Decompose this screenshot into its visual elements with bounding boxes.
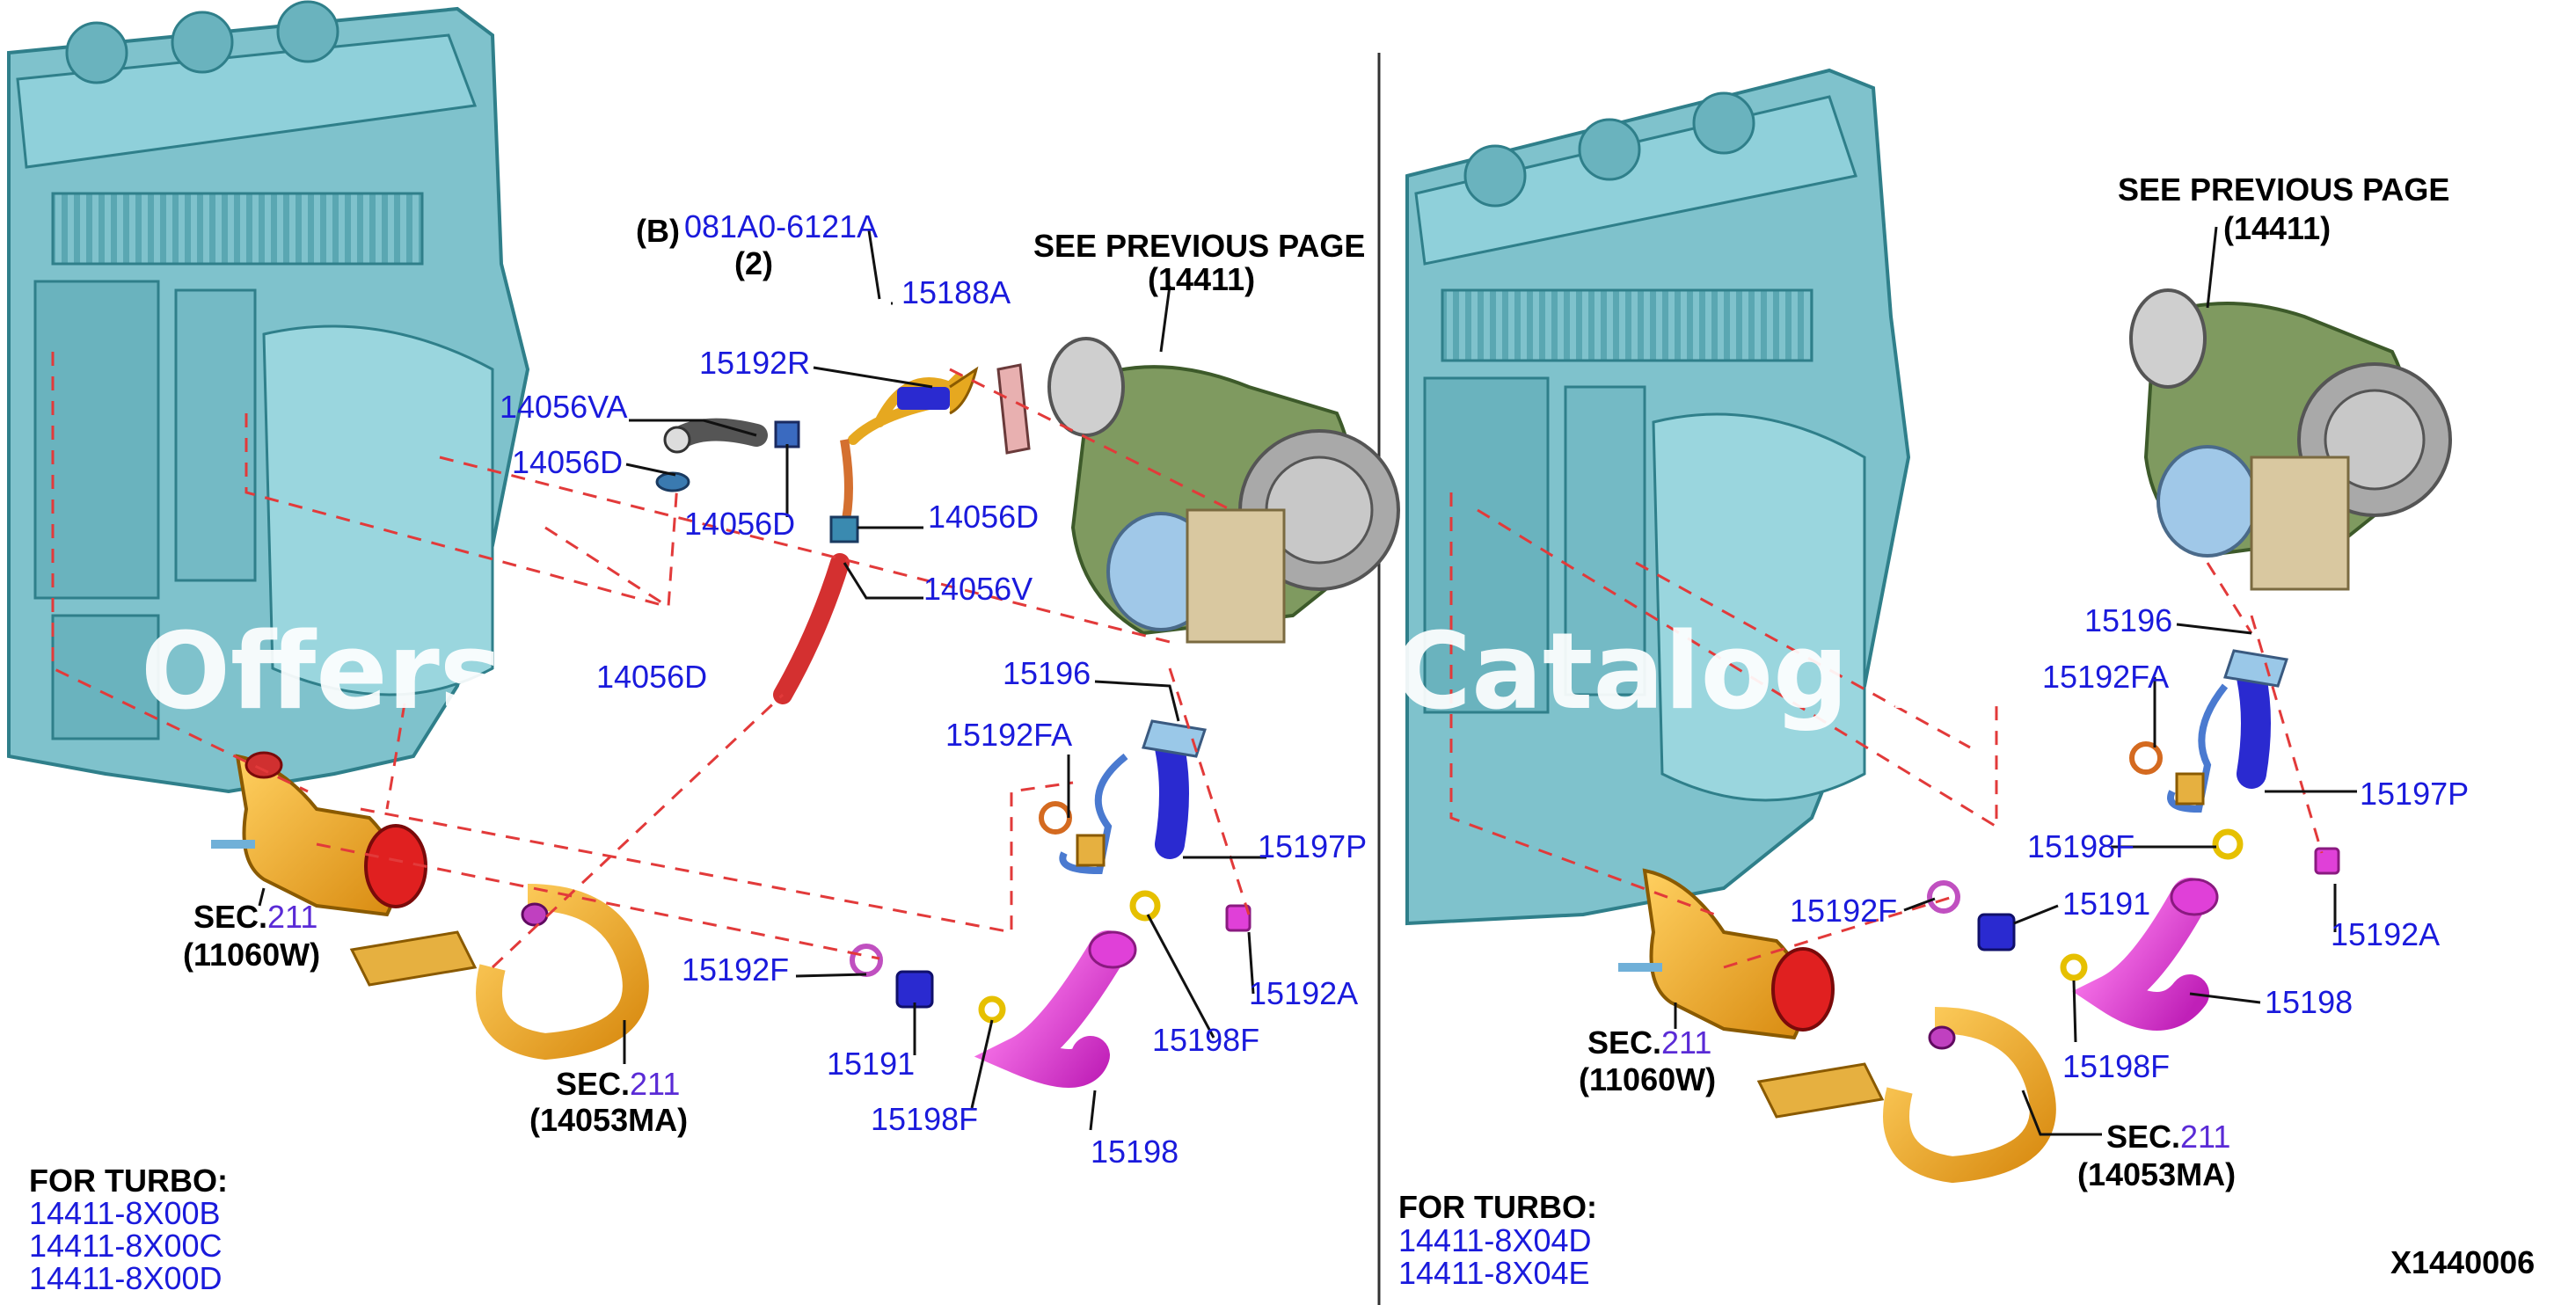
sec-number: 211	[630, 1066, 681, 1102]
label-sec211-11060W-right[interactable]: SEC.211	[1587, 1027, 1711, 1059]
label-15198-right[interactable]: 15198	[2265, 984, 2353, 1020]
label-15198F-right-b[interactable]: 15198F	[2062, 1048, 2171, 1084]
water-pipe-left	[349, 884, 649, 1061]
sec-prefix: SEC.	[2106, 1119, 2181, 1155]
label-14053MA-right[interactable]: (14053MA)	[2077, 1156, 2237, 1192]
label-15191-left[interactable]: 15191	[827, 1046, 916, 1082]
label-b-prefix: (B)	[636, 213, 680, 249]
for-turbo-item-left-1[interactable]: 14411-8X00B	[29, 1195, 221, 1231]
dashed-leader-lines	[51, 352, 2324, 969]
label-15197P-right[interactable]: 15197P	[2360, 776, 2470, 812]
for-turbo-item-right-2[interactable]: 14411-8X04E	[1398, 1255, 1590, 1291]
label-14056V[interactable]: 14056V	[923, 571, 1033, 607]
label-14056D-b[interactable]: 14056D	[684, 506, 796, 542]
label-081A0-6121A[interactable]: 081A0-6121A	[684, 208, 879, 244]
label-15191-right[interactable]: 15191	[2062, 886, 2151, 922]
label-14411-left[interactable]: (14411)	[1148, 261, 1256, 297]
label-sec211-14053MA-right[interactable]: SEC.211	[2106, 1121, 2230, 1153]
label-15192R[interactable]: 15192R	[699, 345, 811, 381]
label-15196-right[interactable]: 15196	[2084, 602, 2173, 638]
label-15192FA-right[interactable]: 15192FA	[2042, 659, 2170, 695]
label-14056D-a[interactable]: 14056D	[512, 444, 624, 480]
label-15197P-left[interactable]: 15197P	[1258, 828, 1368, 864]
solid-leader-lines	[258, 226, 2357, 1136]
label-15192F-right[interactable]: 15192F	[1790, 893, 1898, 929]
watermark-right: Catalog PAR	[1394, 611, 2116, 733]
label-15196-left[interactable]: 15196	[1003, 655, 1091, 691]
water-pipe-right	[1756, 1007, 2056, 1184]
label-14056VA[interactable]: 14056VA	[500, 389, 628, 425]
label-15198F-right-a[interactable]: 15198F	[2027, 828, 2135, 864]
label-see-previous-page-right: SEE PREVIOUS PAGE	[2118, 171, 2450, 208]
diagram-id: X1440006	[2390, 1244, 2536, 1280]
label-15198F-left-b[interactable]: 15198F	[871, 1101, 979, 1137]
sec-prefix: SEC.	[1587, 1024, 1662, 1061]
label-15198F-left-a[interactable]: 15198F	[1152, 1022, 1260, 1058]
label-11060W-right[interactable]: (11060W)	[1579, 1061, 1717, 1097]
turbocharger-left	[1047, 337, 1400, 644]
label-14056D-d[interactable]: 14056D	[596, 659, 708, 695]
label-sec211-11060W[interactable]: SEC.211	[193, 901, 317, 933]
sec-number: 211	[267, 899, 318, 935]
label-15192F-left[interactable]: 15192F	[682, 951, 790, 988]
for-turbo-item-left-3[interactable]: 14411-8X00D	[29, 1260, 223, 1296]
water-outlet-right	[1618, 868, 1835, 1040]
label-14411-right[interactable]: (14411)	[2223, 210, 2332, 246]
water-outlet-left	[211, 751, 427, 917]
label-11060W-left[interactable]: (11060W)	[183, 937, 321, 973]
engine-block-left	[7, 0, 530, 794]
for-turbo-item-right-1[interactable]: 14411-8X04D	[1398, 1222, 1592, 1258]
for-turbo-title-right: FOR TURBO:	[1398, 1189, 1597, 1225]
for-turbo-title-left: FOR TURBO:	[29, 1163, 228, 1199]
label-14056D-c[interactable]: 14056D	[928, 499, 1040, 535]
label-15188A[interactable]: 15188A	[901, 274, 1011, 310]
watermark-left: Offers M	[141, 611, 645, 733]
label-see-previous-page-left: SEE PREVIOUS PAGE	[1033, 228, 1366, 264]
sec-number: 211	[1661, 1024, 1712, 1061]
label-15198-left[interactable]: 15198	[1091, 1134, 1179, 1170]
label-14053MA-left[interactable]: (14053MA)	[529, 1102, 689, 1138]
sec-prefix: SEC.	[556, 1066, 631, 1102]
sec-number: 211	[2180, 1119, 2231, 1155]
label-15192A-right[interactable]: 15192A	[2331, 916, 2441, 952]
label-15192FA-left[interactable]: 15192FA	[945, 717, 1073, 753]
label-15192A-left[interactable]: 15192A	[1249, 975, 1359, 1011]
engine-block-right	[1405, 68, 1911, 926]
sec-prefix: SEC.	[193, 899, 268, 935]
for-turbo-item-left-2[interactable]: 14411-8X00C	[29, 1228, 223, 1264]
label-sec211-14053MA[interactable]: SEC.211	[556, 1068, 680, 1100]
label-b-qty: (2)	[734, 245, 773, 281]
turbocharger-right	[2129, 288, 2452, 591]
